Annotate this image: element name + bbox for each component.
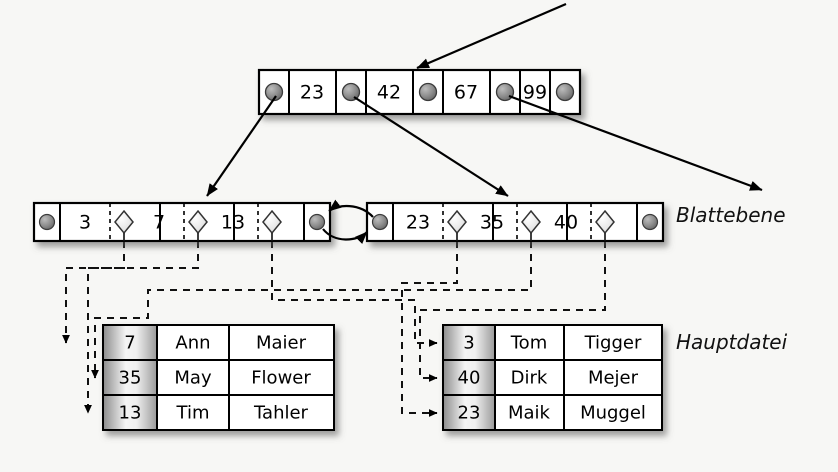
root-pointer-4[interactable] <box>555 82 575 102</box>
table-left-row-0-first-name: Ann <box>175 333 210 354</box>
leaf-right-key-2: 40 <box>554 212 578 234</box>
root-key-3: 99 <box>523 82 547 104</box>
record-link-leaf-left-2 <box>84 241 199 414</box>
main-file-table-right[interactable]: 3 Tom Tigger 40 Dirk Mejer 23 Maik Mugge… <box>442 324 663 431</box>
root-key-1: 42 <box>377 82 401 104</box>
table-right-row-2-last-name: Muggel <box>580 403 646 424</box>
leaf-node-left[interactable]: 3 7 13 <box>32 201 332 243</box>
record-link-leaf-right-3 <box>419 241 606 382</box>
table-right-row-2-first-name: Maik <box>508 403 551 424</box>
leaf-left-prev-pointer[interactable] <box>38 213 56 231</box>
root-index-node[interactable]: 23 42 67 99 <box>257 68 582 116</box>
table-left-row-1-first-name: May <box>174 368 212 389</box>
leaf-right-key-1: 35 <box>480 212 504 234</box>
root-pointer-2[interactable] <box>418 82 438 102</box>
label-blattebene: Blattebene <box>676 203 786 227</box>
root-key-0: 23 <box>300 82 324 104</box>
table-left-row-0-key: 7 <box>124 333 135 354</box>
label-hauptdatei: Hauptdatei <box>676 330 788 354</box>
leaf-left-key-0: 3 <box>79 212 91 234</box>
table-left-row-1-last-name: Flower <box>251 368 311 389</box>
root-pointer-1[interactable] <box>341 82 361 102</box>
record-link-leaf-left-3 <box>271 241 438 347</box>
leaf-left-key-1: 7 <box>153 212 165 234</box>
leaf-right-prev-pointer[interactable] <box>371 213 389 231</box>
table-left-key-column <box>103 325 157 430</box>
root-pointer-0[interactable] <box>264 82 284 102</box>
table-left-row-2-last-name: Tahler <box>253 403 309 424</box>
leaf-right-next-pointer[interactable] <box>641 213 659 231</box>
leaf-node-right[interactable]: 23 35 40 <box>365 201 665 243</box>
table-right-key-column <box>443 325 495 430</box>
table-right-row-1-key: 40 <box>458 368 481 389</box>
table-right-row-0-key: 3 <box>463 333 474 354</box>
table-left-row-2-key: 13 <box>119 403 142 424</box>
table-left-row-0-last-name: Maier <box>256 333 307 354</box>
root-key-2: 67 <box>454 82 478 104</box>
table-right-row-2-key: 23 <box>458 403 481 424</box>
leaf-left-next-pointer[interactable] <box>308 213 326 231</box>
table-right-row-0-first-name: Tom <box>510 333 547 354</box>
table-left-row-2-first-name: Tim <box>176 403 210 424</box>
table-right-row-0-last-name: Tigger <box>584 333 642 354</box>
main-file-table-left[interactable]: 7 Ann Maier 35 May Flower 13 Tim Tahler <box>102 324 335 431</box>
table-right-row-1-first-name: Dirk <box>511 368 548 389</box>
record-link-leaf-right-1 <box>401 241 458 417</box>
leaf-right-key-0: 23 <box>406 212 430 234</box>
root-pointer-3[interactable] <box>495 82 515 102</box>
table-left-row-1-key: 35 <box>119 368 142 389</box>
record-link-leaf-right-2 <box>91 241 532 379</box>
table-right-row-1-last-name: Mejer <box>588 368 639 389</box>
leaf-left-key-2: 13 <box>221 212 245 234</box>
